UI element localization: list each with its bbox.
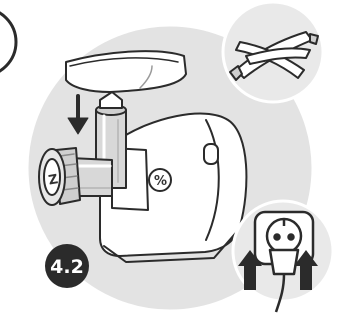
left-edge-circle bbox=[0, 8, 16, 76]
speed-knob: % bbox=[149, 169, 171, 191]
speed-knob-symbol: % bbox=[154, 174, 167, 189]
power-plug bbox=[270, 250, 298, 274]
step-badge: 4.2 bbox=[45, 244, 89, 288]
wall-socket-plug-icon bbox=[233, 201, 333, 312]
sausage-strips-icon bbox=[223, 2, 323, 102]
step-label: 4.2 bbox=[50, 256, 84, 278]
grinder-side-button bbox=[204, 144, 218, 164]
